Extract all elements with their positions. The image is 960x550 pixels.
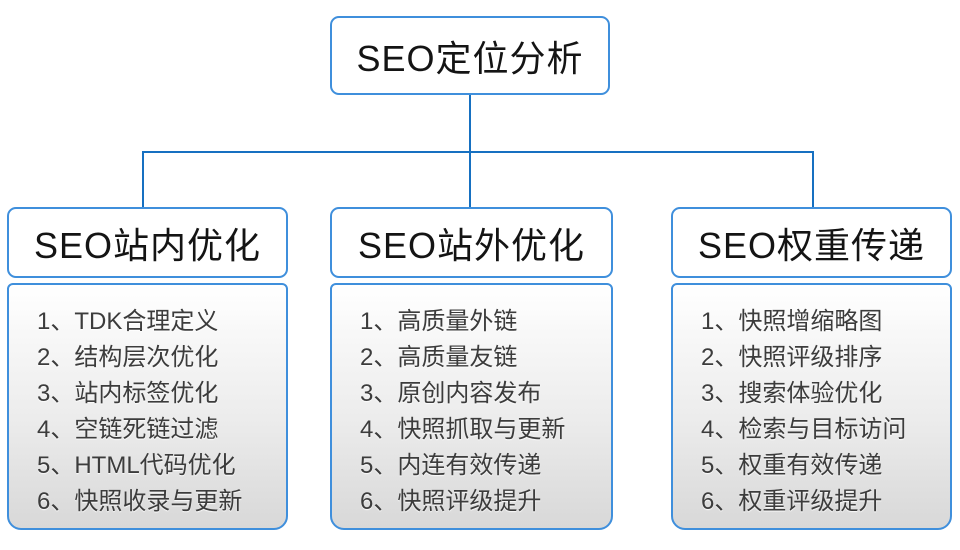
list-item: 3、站内标签优化 xyxy=(37,380,219,407)
list-item: 4、空链死链过滤 xyxy=(37,416,219,443)
list-item: 6、快照收录与更新 xyxy=(37,488,243,515)
list-item: 3、搜索体验优化 xyxy=(701,380,883,407)
branch-weight-list: 1、快照增缩略图 2、快照评级排序 3、搜索体验优化 4、检索与目标访问 5、权… xyxy=(671,283,952,530)
connector-horizontal-bar xyxy=(142,151,814,153)
list-item: 5、HTML代码优化 xyxy=(37,452,236,479)
connector-drop-middle xyxy=(469,151,471,207)
branch-weight-title: SEO权重传递 xyxy=(697,224,926,266)
branch-weight-header: SEO权重传递 xyxy=(671,207,952,278)
branch-offsite-title: SEO站外优化 xyxy=(357,224,586,266)
list-item: 4、快照抓取与更新 xyxy=(360,416,566,443)
connector-root-stem xyxy=(469,95,471,152)
list-item: 5、内连有效传递 xyxy=(360,452,542,479)
branch-offsite-list: 1、高质量外链 2、高质量友链 3、原创内容发布 4、快照抓取与更新 5、内连有… xyxy=(330,283,613,530)
branch-onsite-header: SEO站内优化 xyxy=(7,207,288,278)
connector-drop-right xyxy=(812,151,814,207)
list-item: 3、原创内容发布 xyxy=(360,380,542,407)
branch-onsite: SEO站内优化 1、TDK合理定义 2、结构层次优化 3、站内标签优化 4、空链… xyxy=(7,0,288,550)
branch-onsite-list: 1、TDK合理定义 2、结构层次优化 3、站内标签优化 4、空链死链过滤 5、H… xyxy=(7,283,288,530)
list-item: 1、快照增缩略图 xyxy=(701,308,883,335)
list-item: 2、高质量友链 xyxy=(360,344,518,371)
branch-offsite: SEO站外优化 1、高质量外链 2、高质量友链 3、原创内容发布 4、快照抓取与… xyxy=(330,0,613,550)
list-item: 4、检索与目标访问 xyxy=(701,416,907,443)
list-item: 1、高质量外链 xyxy=(360,308,518,335)
root-node: SEO定位分析 xyxy=(330,16,610,95)
connector-drop-left xyxy=(142,151,144,207)
branch-onsite-title: SEO站内优化 xyxy=(33,224,262,266)
list-item: 5、权重有效传递 xyxy=(701,452,883,479)
list-item: 6、快照评级提升 xyxy=(360,488,542,515)
list-item: 6、权重评级提升 xyxy=(701,488,883,515)
list-item: 2、快照评级排序 xyxy=(701,344,883,371)
list-item: 1、TDK合理定义 xyxy=(37,308,219,335)
branch-offsite-header: SEO站外优化 xyxy=(330,207,613,278)
root-title: SEO定位分析 xyxy=(356,37,584,79)
branch-weight: SEO权重传递 1、快照增缩略图 2、快照评级排序 3、搜索体验优化 4、检索与… xyxy=(671,0,952,550)
list-item: 2、结构层次优化 xyxy=(37,344,219,371)
